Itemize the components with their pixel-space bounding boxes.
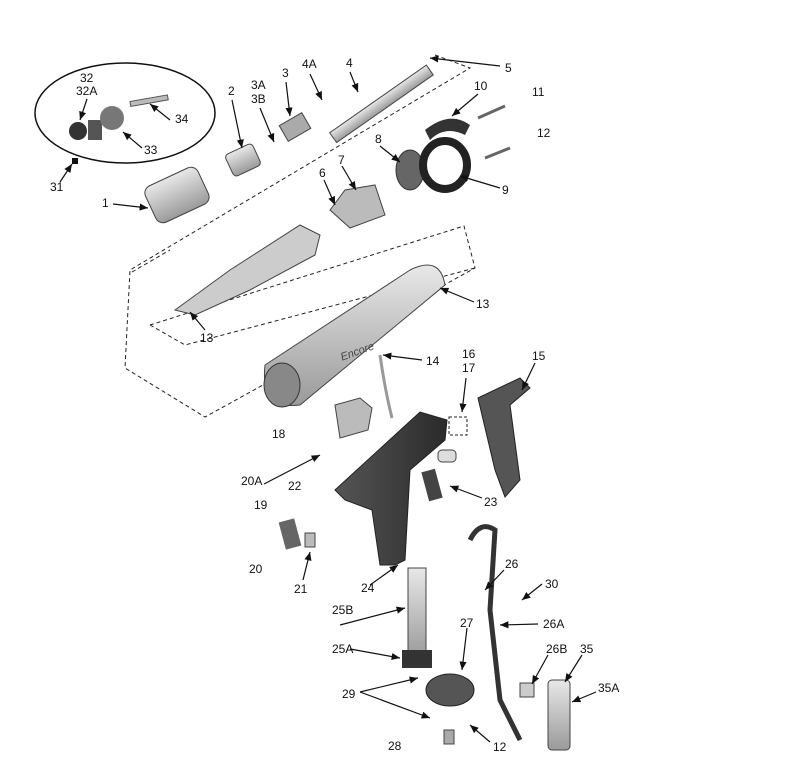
part-23-trigger <box>421 468 443 502</box>
callout-9: 9 <box>502 183 509 197</box>
callout-18: 18 <box>272 427 286 441</box>
callout-12: 12 <box>537 126 551 140</box>
part-25-tube <box>407 567 427 659</box>
callout-33: 33 <box>144 143 158 157</box>
callout-3B: 3B <box>251 92 266 106</box>
inset-marker <box>72 158 78 164</box>
callout-3A: 3A <box>251 78 266 92</box>
part-11-pin <box>477 104 506 120</box>
callout-25A: 25A <box>332 642 354 656</box>
callout-34: 34 <box>175 112 189 126</box>
part-26B-clip <box>519 682 535 698</box>
callout-2: 2 <box>228 84 235 98</box>
part-27-plate <box>425 673 475 707</box>
part-2 <box>225 143 261 177</box>
callout-17: 17 <box>462 361 476 375</box>
callout-22: 22 <box>288 479 302 493</box>
part-34-pin <box>129 94 169 108</box>
part-13-module <box>173 224 321 316</box>
part-1-nut <box>144 166 210 224</box>
callout-4A: 4A <box>302 57 317 71</box>
part-21 <box>304 532 316 548</box>
callout-20: 20 <box>249 562 263 576</box>
part-9-ring <box>419 137 471 193</box>
part-35-fitting <box>547 679 571 751</box>
callout-5: 5 <box>505 61 512 75</box>
callout-13-module: 13 <box>200 331 214 345</box>
callout-25B: 25B <box>332 603 354 617</box>
part-25A-seal <box>402 650 432 668</box>
callout-1: 1 <box>102 196 109 210</box>
part-15-cover <box>477 377 531 498</box>
callout-6: 6 <box>319 166 326 180</box>
part-4-tube <box>329 64 434 144</box>
part-12-pin <box>484 146 511 160</box>
callout-4: 4 <box>346 56 353 70</box>
callout-16: 16 <box>462 347 476 361</box>
part-10 <box>425 118 470 140</box>
callout-35A: 35A <box>598 681 620 695</box>
callout-23: 23 <box>484 495 498 509</box>
leader-arrows <box>59 55 597 743</box>
barrel-front-opening <box>263 362 301 408</box>
callout-26A: 26A <box>543 617 565 631</box>
callout-14: 14 <box>426 354 440 368</box>
callout-26: 26 <box>505 557 519 571</box>
inset-ellipse <box>34 62 216 164</box>
part-6-7 <box>329 184 386 229</box>
callout-8: 8 <box>375 132 382 146</box>
callout-27: 27 <box>460 616 474 630</box>
part-20 <box>278 518 302 550</box>
callout-19: 19 <box>254 498 268 512</box>
callout-32A: 32A <box>76 84 98 98</box>
part-3 <box>278 112 312 142</box>
part-32-33-assembly <box>69 106 124 140</box>
callout-31: 31 <box>50 180 64 194</box>
callout-13: 13 <box>476 297 490 311</box>
callout-3: 3 <box>282 66 289 80</box>
callout-29: 29 <box>342 687 356 701</box>
callout-35: 35 <box>580 642 594 656</box>
callout-26B: 26B <box>546 642 568 656</box>
callout-15: 15 <box>532 349 546 363</box>
callout-24: 24 <box>361 581 375 595</box>
callout-32: 32 <box>80 71 94 85</box>
part-14-hose <box>378 354 394 419</box>
callout-12-lower: 12 <box>493 740 507 754</box>
callout-20A: 20A <box>241 474 263 488</box>
callout-10: 10 <box>474 79 488 93</box>
callout-21: 21 <box>294 582 308 596</box>
part-16-17-dashed-box <box>448 416 468 436</box>
callout-30: 30 <box>545 577 559 591</box>
callout-28: 28 <box>388 739 402 753</box>
dashed-assembly-line <box>124 54 476 418</box>
callout-11: 11 <box>532 85 545 99</box>
part-28 <box>443 729 455 745</box>
part-18-block <box>334 397 373 439</box>
callout-7: 7 <box>338 153 345 167</box>
part-26-cable <box>467 524 523 742</box>
part-23-switch <box>437 449 457 463</box>
part-24-handle <box>334 411 448 566</box>
